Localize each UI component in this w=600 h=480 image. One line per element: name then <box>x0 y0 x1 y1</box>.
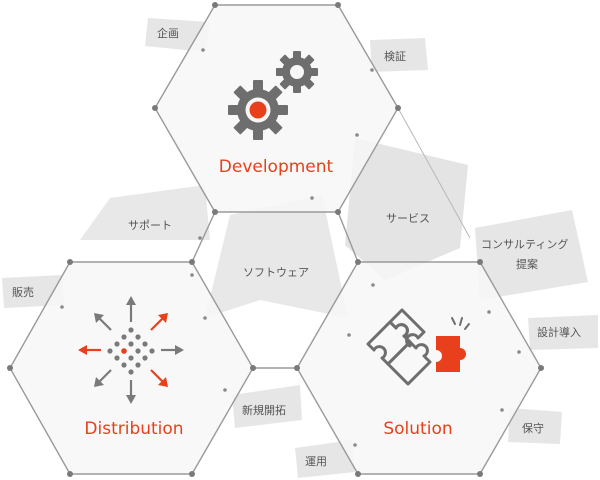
marker-dot <box>355 133 359 137</box>
hex-title-distribution: Distribution <box>84 419 183 439</box>
vertex-dots <box>7 2 544 477</box>
vertex-dot <box>477 259 483 265</box>
vertex-dot <box>7 365 13 371</box>
tag-hanbai: 販売 <box>12 286 34 299</box>
tag-shinki: 新規開拓 <box>242 403 286 417</box>
band-kensho <box>370 38 428 72</box>
gears-icon <box>228 51 318 140</box>
marker-dot <box>370 68 374 72</box>
band-hoshu <box>508 408 562 444</box>
marker-dots <box>60 48 521 447</box>
marker-dot <box>201 48 205 52</box>
vertex-dot <box>152 105 158 111</box>
sparkle-lines <box>451 317 470 330</box>
marker-dot <box>203 316 207 320</box>
puzzle-icon <box>366 308 470 386</box>
vertex-dot <box>212 2 218 8</box>
band-software <box>205 195 348 318</box>
marker-dot <box>371 283 375 287</box>
link-dev-sol <box>337 211 359 263</box>
vertex-dot <box>294 365 300 371</box>
hex-title-solution: Solution <box>383 419 452 439</box>
puzzle-piece-outline <box>386 340 432 386</box>
tag-kensho: 検証 <box>384 49 406 63</box>
marker-dot <box>223 388 227 392</box>
tag-sekkei: 設計導入 <box>537 325 581 339</box>
band-consulting <box>475 210 588 300</box>
puzzle-piece-outline <box>388 308 426 348</box>
arrow-set <box>78 296 184 404</box>
band-service <box>345 138 468 280</box>
vertex-dot <box>355 259 361 265</box>
vertex-dot <box>335 209 341 215</box>
tag-service: サービス <box>386 212 430 225</box>
tag-consulting-line1: コンサルティング <box>481 237 568 251</box>
vertex-dot <box>477 471 483 477</box>
tag-hoshu: 保守 <box>522 421 544 435</box>
band-shinki <box>232 385 302 428</box>
marker-dot <box>487 310 491 314</box>
vertex-dot <box>67 259 73 265</box>
link-dev-dist <box>191 211 216 263</box>
marker-dot <box>310 196 314 200</box>
hex-title-development: Development <box>219 157 334 177</box>
marker-dot <box>500 408 504 412</box>
vertex-dot <box>355 471 361 477</box>
marker-dot <box>353 443 357 447</box>
tag-kikaku: 企画 <box>157 26 179 40</box>
tag-support: サポート <box>128 219 172 232</box>
band-sekkei <box>528 315 598 350</box>
background-bands <box>2 18 598 478</box>
marker-dot <box>190 273 194 277</box>
marker-dot <box>60 305 64 309</box>
vertex-dot <box>67 471 73 477</box>
distribution-arrows-icon <box>78 296 184 404</box>
band-support <box>80 185 210 240</box>
tag-software: ソフトウェア <box>243 266 309 279</box>
vertex-dot <box>212 209 218 215</box>
vertex-dot <box>538 365 544 371</box>
hex-links <box>191 211 359 369</box>
vertex-dot <box>189 259 195 265</box>
marker-dot <box>517 350 521 354</box>
tag-unyo: 運用 <box>305 455 327 468</box>
marker-dot <box>347 333 351 337</box>
gear-center-dot <box>249 101 267 119</box>
vertex-dot <box>250 365 256 371</box>
puzzle-piece-red <box>436 336 466 372</box>
marker-dot <box>198 236 202 240</box>
vertex-dot <box>395 105 401 111</box>
vertex-dot <box>189 471 195 477</box>
tag-consulting-line2: 提案 <box>516 257 538 271</box>
vertex-dot <box>335 2 341 8</box>
dot-grid <box>107 327 155 375</box>
connector-line <box>397 107 471 239</box>
band-unyo <box>295 440 355 478</box>
tag-labels: 企画 検証 サポート サービス ソフトウェア コンサルティング 提案 販売 設計… <box>12 26 581 468</box>
